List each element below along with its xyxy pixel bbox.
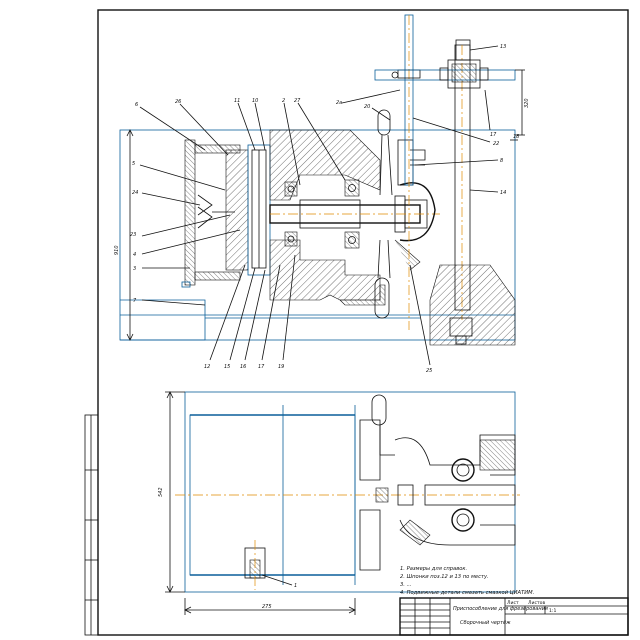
technical-notes: 1. Размеры для справок. 2. Шпонки поз.12… (400, 566, 534, 596)
title-block: Приспособление для фрезерования Сборочны… (399, 597, 629, 636)
callout-22: 22 (493, 141, 499, 147)
callout-7: 7 (133, 298, 137, 304)
callout-2a: 2a (336, 100, 342, 106)
main-body (269, 129, 386, 306)
title-text: Приспособление для фрезерования (453, 606, 548, 612)
lever (374, 109, 393, 319)
dim-label-910: 910 (114, 245, 120, 255)
callout-17-bottom: 17 (258, 364, 265, 370)
dim-label-top-right: 320 (524, 98, 530, 108)
callout-18: 18 (513, 134, 519, 140)
clamp-top (374, 39, 516, 89)
plan-view: 1 542 275 (158, 391, 520, 615)
section-view: 910 320 (114, 14, 530, 346)
stand-column (429, 44, 516, 346)
callout-1: 1 (294, 583, 297, 589)
callout-4: 4 (133, 252, 136, 258)
callout-10: 10 (252, 98, 258, 104)
note-4: 4. Подвижные детали смазать смазкой ЦИАТ… (400, 590, 534, 596)
callout-27: 27 (294, 98, 301, 104)
note-3: 3. ... (400, 582, 412, 588)
dim-label-plan-height: 542 (158, 487, 164, 497)
shaft (269, 195, 440, 233)
handwheel-left (197, 194, 235, 229)
side-stamp (84, 414, 99, 636)
callout-14: 14 (500, 190, 506, 196)
callout-2: 2 (282, 98, 285, 104)
plan-fitting (244, 540, 266, 590)
callout-13: 13 (500, 44, 506, 50)
dim-plan-height: 542 (158, 391, 185, 593)
callout-3: 3 (133, 266, 136, 272)
subtitle-text: Сборочный чертёж (460, 620, 511, 626)
bearings (284, 179, 360, 249)
sheet-label: Лист (507, 600, 519, 606)
callout-6: 6 (135, 102, 138, 108)
callout-11: 11 (234, 98, 240, 104)
callout-15: 15 (224, 364, 230, 370)
callout-8: 8 (500, 158, 503, 164)
dim-section-height: 910 (114, 129, 134, 341)
callout-19: 19 (278, 364, 284, 370)
dim-label-plan-width: 275 (262, 604, 272, 610)
dim-plan-width: 275 (184, 598, 356, 615)
vertical-rod (397, 14, 421, 330)
sheet-frame (84, 9, 629, 636)
callout-24: 24 (132, 190, 138, 196)
callout-5: 5 (132, 161, 135, 167)
dim-top-right: 320 (515, 69, 530, 136)
callout-12: 12 (204, 364, 210, 370)
section-callouts: 6 26 11 10 2 27 2a 20 8 17 22 13 14 18 5… (130, 44, 519, 374)
callout-16: 16 (240, 364, 246, 370)
note-2: 2. Шпонки поз.12 и 13 по месту. (400, 574, 489, 580)
callout-20: 20 (364, 104, 370, 110)
callout-25: 25 (426, 368, 432, 374)
callout-23: 23 (130, 232, 136, 238)
sheets-label: Листов (528, 600, 545, 606)
plan-mechanism (359, 394, 516, 571)
piston (225, 144, 271, 276)
callout-26: 26 (175, 99, 181, 105)
callout-17-top: 17 (490, 132, 497, 138)
scale-value: 1:1 (549, 608, 556, 614)
note-1: 1. Размеры для справок. (400, 566, 467, 572)
